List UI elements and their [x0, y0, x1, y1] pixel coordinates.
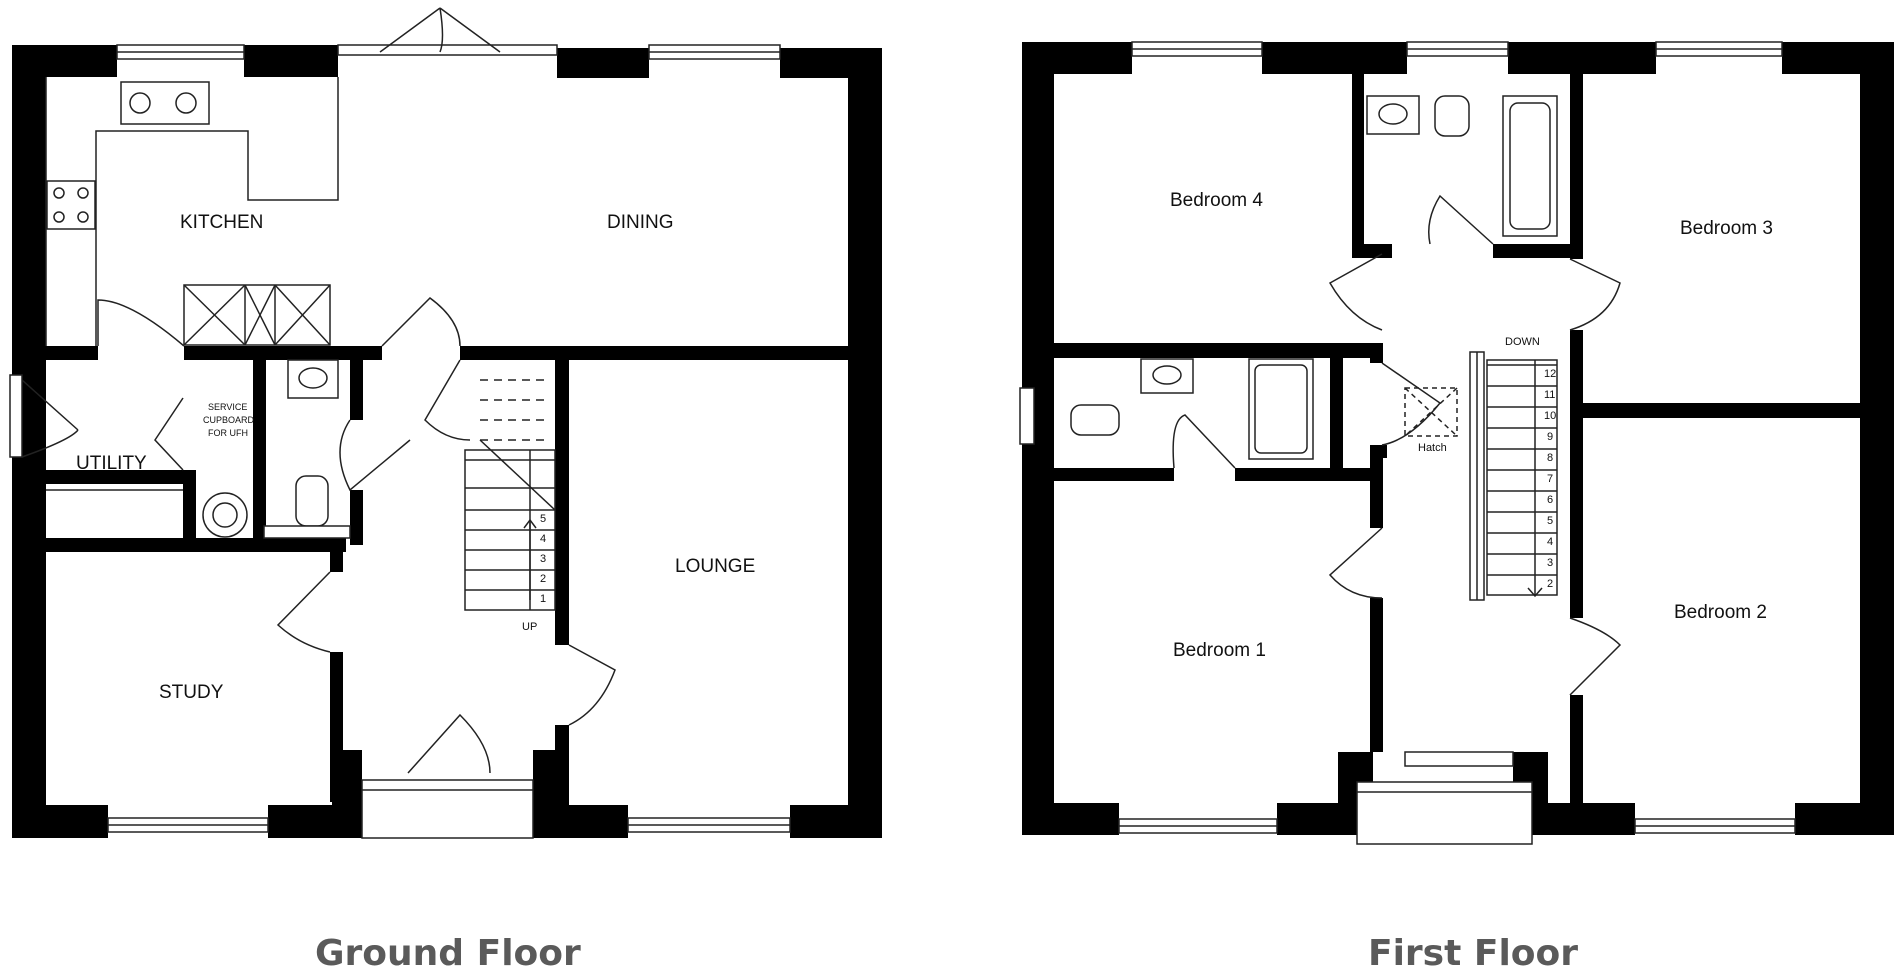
ground-floor-staircase — [464, 379, 556, 611]
ground-floor-walls — [12, 45, 882, 838]
ground-stair-step-2: 2 — [540, 573, 546, 585]
service-cupboard-label-3: FOR UFH — [208, 428, 248, 438]
first-stair-step-4: 4 — [1547, 536, 1553, 548]
room-label-utility: UTILITY — [76, 453, 147, 474]
french-doors — [379, 7, 501, 53]
first-stair-step-12: 12 — [1544, 368, 1556, 380]
kitchen-worktop — [45, 77, 339, 346]
ground-stair-direction: UP — [522, 621, 537, 633]
first-stair-step-11: 11 — [1544, 389, 1555, 401]
first-floor-walls — [1022, 42, 1894, 835]
room-label-study: STUDY — [159, 682, 224, 703]
hatch-label: Hatch — [1418, 442, 1447, 454]
service-cupboard-label-1: SERVICE — [208, 402, 247, 412]
loft-hatch — [1404, 387, 1458, 437]
first-floor-title: First Floor — [1368, 933, 1578, 968]
first-stair-step-2: 2 — [1547, 578, 1553, 590]
service-cupboard-label-2: CUPBOARD — [203, 415, 255, 425]
room-label-bedroom2: Bedroom 2 — [1674, 602, 1767, 623]
room-label-bedroom1: Bedroom 1 — [1173, 640, 1266, 661]
first-floor-staircase — [1469, 351, 1558, 601]
room-label-lounge: LOUNGE — [675, 556, 755, 577]
first-stair-step-3: 3 — [1547, 557, 1553, 569]
first-stair-step-8: 8 — [1547, 452, 1553, 464]
first-floor-plan — [1019, 41, 1894, 845]
room-label-bedroom4: Bedroom 4 — [1170, 190, 1263, 211]
room-label-kitchen: KITCHEN — [180, 212, 263, 233]
ground-stair-step-4: 4 — [540, 533, 546, 545]
front-step — [361, 779, 534, 839]
first-stair-direction: DOWN — [1505, 336, 1540, 348]
first-stair-step-9: 9 — [1547, 431, 1553, 443]
utility-fixtures — [46, 359, 351, 539]
first-floor-bathroom-fixtures — [1070, 95, 1558, 460]
ground-stair-step-5: 5 — [540, 513, 546, 525]
room-label-bedroom3: Bedroom 3 — [1680, 218, 1773, 239]
first-stair-step-labels: 12 11 10 9 8 7 6 5 4 3 2 — [1544, 368, 1556, 590]
room-label-dining: DINING — [607, 212, 674, 233]
first-stair-step-7: 7 — [1547, 473, 1553, 485]
ground-floor-plan — [9, 7, 882, 839]
ground-stair-step-3: 3 — [540, 553, 546, 565]
first-stair-step-5: 5 — [1547, 515, 1553, 527]
first-stair-step-10: 10 — [1544, 410, 1556, 422]
ground-floor-windows — [9, 44, 791, 833]
first-stair-step-6: 6 — [1547, 494, 1553, 506]
ground-stair-step-1: 1 — [540, 593, 546, 605]
first-floor-windows — [1019, 41, 1796, 834]
ground-floor-title: Ground Floor — [315, 933, 581, 968]
ground-floor-doors — [21, 297, 616, 774]
